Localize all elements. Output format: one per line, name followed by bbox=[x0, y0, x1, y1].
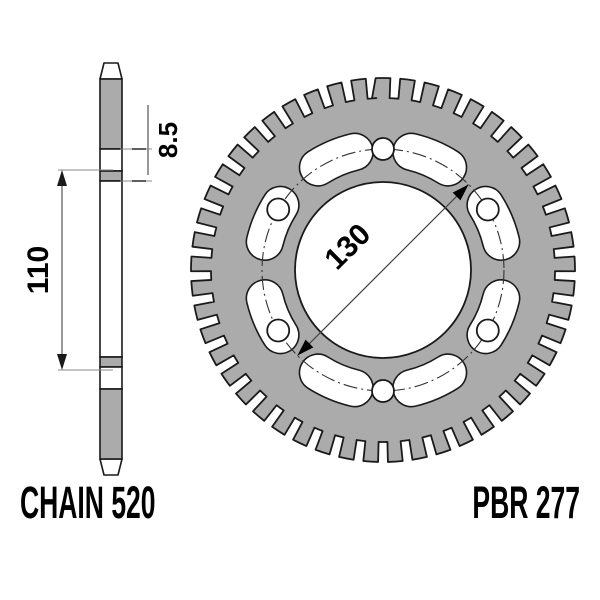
sprocket-bolt-hole bbox=[371, 379, 395, 403]
sprocket-lightening-slot bbox=[298, 132, 374, 187]
side-profile-upper-relief-gap bbox=[99, 148, 123, 172]
sprocket-bolt-hole bbox=[371, 137, 395, 161]
side-profile-central-web bbox=[99, 180, 123, 358]
sprocket-lightening-slot bbox=[298, 353, 374, 408]
side-profile-lower-rim-band bbox=[99, 356, 123, 368]
dimension-thickness-8-5 bbox=[120, 105, 152, 182]
dimension-130-arrowhead-end bbox=[452, 184, 469, 201]
dimension-thickness-8-5-label: 8.5 bbox=[153, 122, 183, 158]
dimension-130-arrowhead-start bbox=[297, 339, 314, 356]
dimension-bolt-circle-130 bbox=[297, 184, 469, 356]
side-profile-upper-tooth-block bbox=[99, 78, 123, 150]
sprocket-lightening-slot bbox=[392, 353, 468, 408]
sprocket-bolt-hole bbox=[266, 197, 291, 222]
dimension-height-110-label-group: 110 bbox=[22, 246, 55, 294]
dimension-thickness-8-5-label-group: 8.5 bbox=[153, 122, 183, 158]
dimension-height-110 bbox=[57, 169, 113, 371]
side-profile-upper-rim-band bbox=[99, 170, 123, 182]
dimension-height-110-label: 110 bbox=[22, 246, 55, 294]
sprocket-lightening-slot bbox=[392, 132, 468, 187]
side-profile-top-tooth-cap bbox=[99, 62, 123, 80]
dimension-110-arrowhead-bottom bbox=[57, 354, 67, 370]
sprocket-side-profile bbox=[99, 62, 123, 476]
sprocket-bolt-hole bbox=[475, 318, 500, 343]
sprocket-bolt-circle-centerline bbox=[261, 148, 505, 392]
sprocket-bolt-hole bbox=[266, 318, 291, 343]
side-profile-lower-tooth-block bbox=[99, 388, 123, 460]
chain-size-caption: CHAIN 520 bbox=[20, 476, 156, 527]
dimension-130-line bbox=[297, 184, 469, 356]
side-profile-bottom-tooth-cap bbox=[99, 458, 123, 476]
sprocket-bolt-hole bbox=[475, 197, 500, 222]
dimension-110-arrowhead-top bbox=[57, 170, 67, 186]
part-number-caption: PBR 277 bbox=[472, 476, 580, 527]
